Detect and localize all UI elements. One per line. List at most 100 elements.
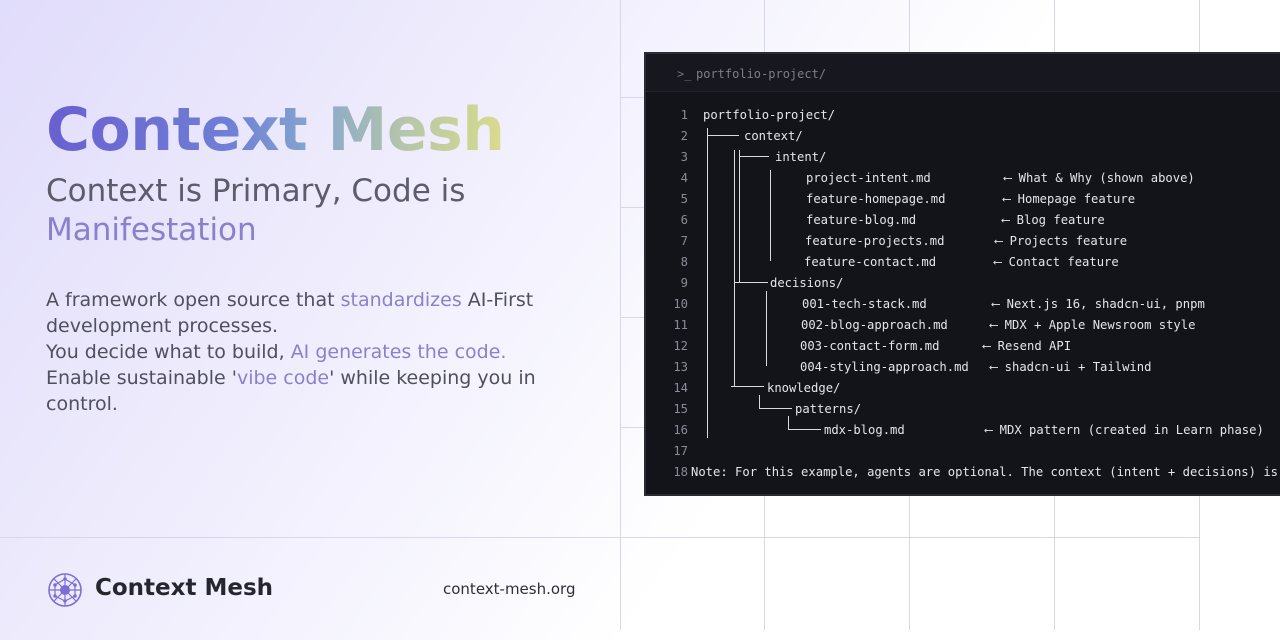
line-number: 4 [680,171,688,185]
tree-guide [788,429,821,430]
tree-guide [766,291,767,366]
line-number: 2 [680,129,688,143]
code-line: 14 knowledge/ [646,381,1280,402]
code-line: 18 Note: For this example, agents are op… [646,465,1280,486]
terminal-prompt-icon: >_ [677,67,692,81]
code-line: 10 001-tech-stack.md ⟵ Next.js 16, shadc… [646,297,1280,318]
tree-guide [707,128,708,438]
desc-line-1: A framework open source that standardize… [46,287,566,339]
code-line: 8 feature-contact.md ⟵ Contact feature [646,255,1280,276]
mesh-network-icon [48,573,82,607]
line-number: 11 [673,318,688,332]
terminal-path: portfolio-project/ [696,67,827,81]
note-text: Note: For this example, agents are optio… [691,465,1278,479]
code-line: 5 feature-homepage.md ⟵ Homepage feature [646,192,1280,213]
tree-comment: ⟵ Projects feature [995,234,1128,248]
tree-comment: ⟵ MDX + Apple Newsroom style [990,318,1196,332]
footer-divider [0,537,1200,538]
code-line: 15 patterns/ [646,402,1280,423]
code-line: 11 002-blog-approach.md ⟵ MDX + Apple Ne… [646,318,1280,339]
desc-accent: AI generates the code. [290,341,507,363]
grid-line [620,0,621,630]
code-line: 4 project-intent.md ⟵ What & Why (shown … [646,171,1280,192]
line-number: 7 [680,234,688,248]
code-line: 12 003-contact-form.md ⟵ Resend API [646,339,1280,360]
tree-entry: feature-projects.md [805,234,945,248]
code-line: 2 context/ [646,129,1280,150]
tree-entry: 003-contact-form.md [800,339,940,353]
tree-guide [770,170,771,261]
tree-entry: patterns/ [795,402,862,416]
subtitle-text: Context is Primary, Code is [46,173,466,209]
tree-entry: feature-blog.md [806,213,917,227]
tree-entry: decisions/ [770,276,844,290]
tree-guide [731,386,764,387]
tree-comment: ⟵ MDX pattern (created in Learn phase) [985,423,1264,437]
tree-comment: ⟵ Next.js 16, shadcn-ui, pnpm [992,297,1205,311]
line-number: 3 [680,150,688,164]
tree-entry: portfolio-project/ [703,108,836,122]
code-line: 3 intent/ [646,150,1280,171]
line-number: 12 [673,339,688,353]
line-number: 13 [673,360,688,374]
line-number: 1 [680,108,688,122]
tree-entry: 004-styling-approach.md [800,360,969,374]
tree-guide [735,282,768,283]
line-number: 14 [673,381,688,395]
tree-guide [759,395,760,409]
tree-guide [739,150,740,282]
tree-comment: ⟵ Blog feature [1002,213,1105,227]
tree-guide [739,156,769,157]
tree-comment: ⟵ What & Why (shown above) [1004,171,1195,185]
site-link[interactable]: context-mesh.org [443,580,576,598]
line-number: 15 [673,402,688,416]
hero-title: Context Mesh [46,92,505,168]
desc-text: Enable sustainable ' [46,367,237,389]
desc-line-2: You decide what to build, AI generates t… [46,339,566,365]
tree-entry: feature-contact.md [804,255,937,269]
line-number: 16 [673,423,688,437]
terminal-header: >_ portfolio-project/ [646,54,1280,92]
subtitle-accent: Manifestation [46,212,257,248]
line-number: 8 [680,255,688,269]
line-number: 5 [680,192,688,206]
tree-entry: knowledge/ [767,381,841,395]
line-number: 10 [673,297,688,311]
tree-comment: ⟵ Homepage feature [1003,192,1136,206]
tree-guide [759,408,792,409]
tree-comment: ⟵ Contact feature [994,255,1119,269]
desc-text: A framework open source that [46,289,341,311]
terminal-window: >_ portfolio-project/ 1 portfolio-projec… [644,52,1280,496]
desc-line-3: Enable sustainable 'vibe code' while kee… [46,365,566,417]
line-number: 18 [673,465,688,479]
tree-entry: 002-blog-approach.md [801,318,948,332]
footer-brand: Context Mesh [95,575,274,601]
tree-entry: intent/ [775,150,827,164]
code-line: 16 mdx-blog.md ⟵ MDX pattern (created in… [646,423,1280,444]
code-line: 13 004-styling-approach.md ⟵ shadcn-ui +… [646,360,1280,381]
tree-entry: project-intent.md [806,171,931,185]
tree-guide [734,150,735,386]
tree-entry: feature-homepage.md [806,192,946,206]
code-line: 17 [646,444,1280,465]
line-number: 9 [680,276,688,290]
tree-entry: 001-tech-stack.md [802,297,927,311]
tree-guide [707,135,739,136]
hero-description: A framework open source that standardize… [46,287,566,417]
hero-subtitle: Context is Primary, Code is Manifestatio… [46,172,466,250]
desc-accent: vibe code [236,367,330,389]
code-line: 9 decisions/ [646,276,1280,297]
tree-entry: mdx-blog.md [824,423,905,437]
tree-comment: ⟵ Resend API [983,339,1072,353]
desc-text: AI-First development processes. [46,289,534,337]
desc-text: You decide what to build, [46,341,291,363]
desc-text: ' while keeping you in control. [46,367,536,415]
line-number: 17 [673,444,688,458]
tree-comment: ⟵ shadcn-ui + Tailwind [990,360,1152,374]
code-line: 1 portfolio-project/ [646,108,1280,129]
tree-entry: context/ [744,129,803,143]
code-line: 6 feature-blog.md ⟵ Blog feature [646,213,1280,234]
line-number: 6 [680,213,688,227]
tree-guide [788,416,789,430]
code-line: 7 feature-projects.md ⟵ Projects feature [646,234,1280,255]
